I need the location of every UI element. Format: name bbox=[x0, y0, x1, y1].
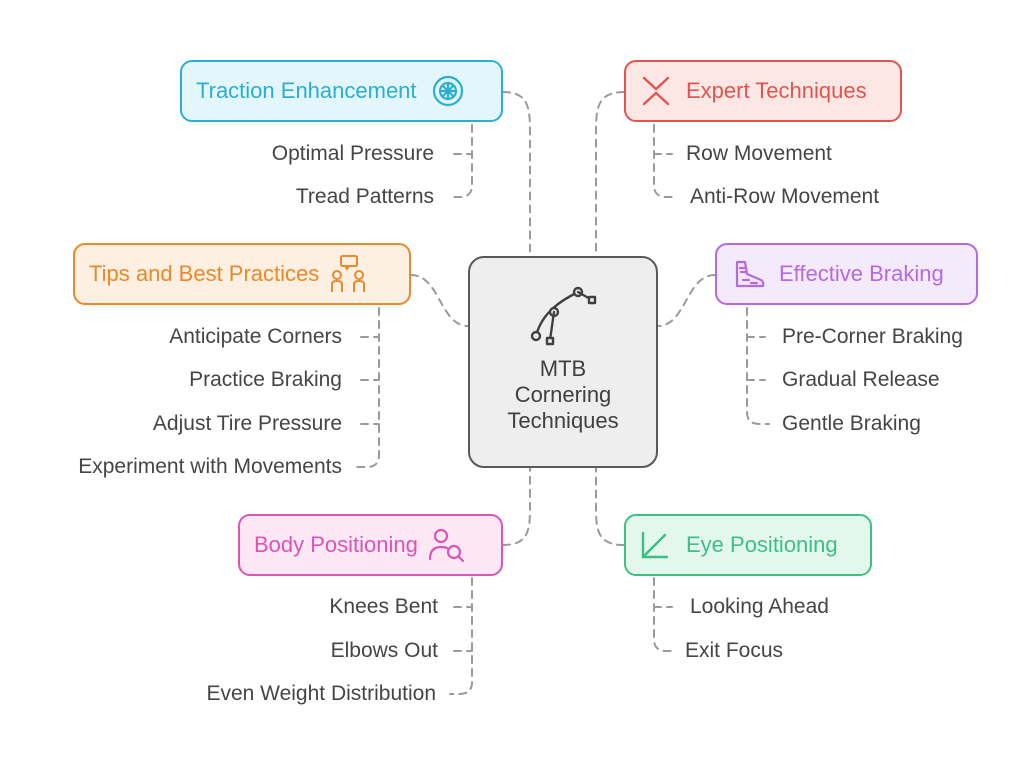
connector-eye bbox=[595, 467, 625, 546]
list-item: Anticipate Corners bbox=[169, 325, 342, 348]
tire-icon bbox=[432, 75, 463, 107]
list-item: Exit Focus bbox=[685, 639, 784, 662]
cross-arrows-icon bbox=[642, 76, 670, 106]
center-node: MTB Cornering Techniques bbox=[468, 256, 658, 468]
branch-title: Effective Braking bbox=[779, 261, 944, 286]
connector-expert bbox=[595, 91, 625, 257]
branch-tips-best-practices: Tips and Best Practices bbox=[73, 243, 411, 305]
user-search-icon bbox=[428, 528, 464, 563]
list-item: Looking Ahead bbox=[690, 595, 829, 618]
branch-title: Tips and Best Practices bbox=[89, 261, 320, 286]
connector-tips bbox=[410, 274, 469, 327]
branch-expert-techniques: Expert Techniques bbox=[624, 60, 902, 122]
list-item: Anti-Row Movement bbox=[690, 185, 880, 208]
people-chat-icon bbox=[331, 255, 366, 292]
connector-traction bbox=[502, 91, 531, 257]
list-item: Pre-Corner Braking bbox=[782, 325, 963, 348]
connector-body bbox=[502, 467, 531, 546]
center-title: MTB Cornering Techniques bbox=[507, 356, 619, 433]
list-item: Gradual Release bbox=[782, 368, 940, 391]
angle-icon bbox=[641, 531, 669, 559]
list-item: Even Weight Distribution bbox=[206, 682, 436, 705]
branch-title: Eye Positioning bbox=[686, 532, 838, 557]
list-item: Adjust Tire Pressure bbox=[152, 412, 342, 435]
branch-effective-braking: Effective Braking bbox=[715, 243, 978, 305]
list-item: Knees Bent bbox=[329, 595, 438, 618]
branch-traction-enhancement: Traction Enhancement bbox=[180, 60, 503, 122]
shoe-speed-icon bbox=[735, 260, 765, 288]
branch-body-positioning: Body Positioning bbox=[238, 514, 503, 576]
list-item: Experiment with Movements bbox=[78, 455, 342, 478]
branch-title: Expert Techniques bbox=[686, 78, 867, 103]
list-item: Tread Patterns bbox=[295, 185, 434, 208]
branch-title: Body Positioning bbox=[254, 532, 418, 557]
branch-eye-positioning: Eye Positioning bbox=[624, 514, 872, 576]
list-item: Elbows Out bbox=[330, 639, 438, 662]
list-item: Practice Braking bbox=[189, 368, 342, 391]
connector-braking bbox=[657, 274, 716, 327]
list-item: Optimal Pressure bbox=[271, 142, 434, 165]
branch-title: Traction Enhancement bbox=[196, 78, 417, 103]
list-item: Gentle Braking bbox=[782, 412, 921, 435]
bezier-curve-icon bbox=[530, 286, 597, 346]
list-item: Row Movement bbox=[686, 142, 832, 165]
